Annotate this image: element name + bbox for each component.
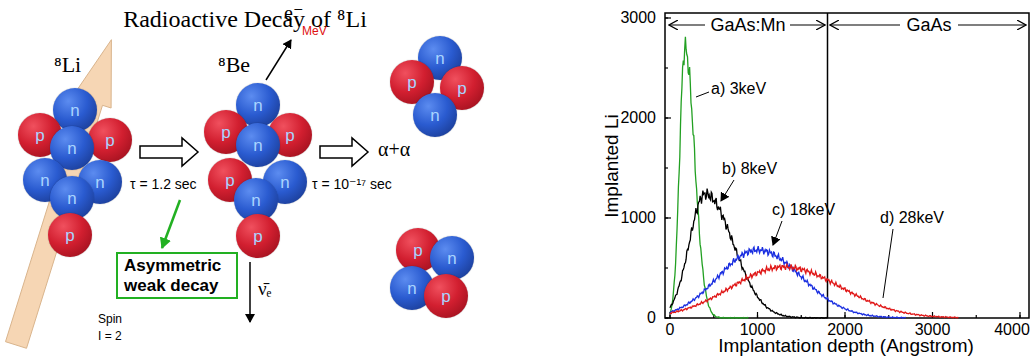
axis-ticks: [665, 18, 1020, 318]
depth-profile-curve: [670, 264, 958, 318]
y-minor-tick: [665, 217, 668, 218]
x-minor-tick: [1019, 315, 1020, 318]
lifetime-label: τ = 1.2 sec: [130, 176, 197, 192]
leader-line: [883, 229, 893, 298]
y-tick: [665, 17, 671, 18]
x-tick: [844, 312, 845, 318]
tick-label: 2000: [827, 321, 863, 339]
region-label: GaAs: [903, 15, 954, 36]
nucleon-letter: n: [435, 50, 444, 67]
x-tick: [757, 312, 758, 318]
leader-arrow: [721, 180, 734, 201]
y-tick: [665, 217, 671, 218]
nucleon-letter: n: [67, 190, 76, 207]
nucleon-letter: n: [430, 107, 439, 124]
nucleon-letter: p: [407, 74, 416, 91]
isotope-label: ⁸Li: [54, 52, 81, 77]
nucleon-ball: p: [236, 214, 280, 258]
nucleon-letter: p: [285, 127, 294, 144]
decay-arrow: [140, 138, 198, 166]
callout-text: Asymmetric weak decay: [124, 256, 230, 295]
nucleon-letter: n: [280, 174, 289, 191]
tick-label: 1000: [620, 209, 656, 227]
tick-label: 0: [666, 321, 675, 339]
x-tick: [1019, 312, 1020, 318]
nucleon-letter: p: [65, 227, 74, 244]
particle-label: e⁻: [284, 2, 303, 25]
axis-title: Implantation depth (Angstrom): [718, 335, 974, 357]
nucleon-letter: n: [253, 97, 262, 114]
x-minor-tick: [757, 315, 758, 318]
nucleon-letter: p: [413, 242, 422, 259]
pointer-arrow: [162, 200, 180, 248]
nucleon-ball: n: [413, 93, 457, 137]
y-minor-tick: [665, 117, 668, 118]
nucleon-letter: p: [35, 127, 44, 144]
y-minor-tick: [665, 267, 668, 268]
tick-label: 2000: [620, 109, 656, 127]
curve-label: d) 28keV: [880, 209, 944, 227]
x-minor-tick: [976, 315, 977, 318]
curve-label: b) 8keV: [722, 160, 777, 178]
tick-label: 4000: [994, 321, 1030, 339]
axis-title: Implanted Li: [601, 114, 623, 218]
nucleon-ball: p: [88, 118, 132, 162]
nucleon-letter: p: [253, 228, 262, 245]
tick-label: 1000: [740, 321, 776, 339]
tick-label: 3000: [620, 9, 656, 27]
energy-label: MeV: [302, 25, 327, 39]
antineutrino-arrow: [249, 262, 251, 322]
x-minor-tick: [844, 315, 845, 318]
nucleon-letter: n: [70, 102, 79, 119]
nucleon-letter: n: [253, 137, 262, 154]
nucleon-ball: n: [236, 123, 280, 167]
curve-label: c) 18keV: [772, 201, 835, 219]
region-arrow: [669, 24, 705, 25]
nucleon-letter: p: [105, 132, 114, 149]
y-minor-tick: [665, 317, 668, 318]
region-arrow: [790, 24, 825, 25]
nucleon-letter: n: [95, 174, 104, 191]
nucleon-letter: n: [67, 140, 76, 157]
plot-frame: [665, 13, 1029, 318]
nucleon-ball: p: [424, 274, 468, 318]
isotope-label: ⁸Be: [218, 52, 250, 77]
y-minor-tick: [665, 167, 668, 168]
electron-arrow: [266, 40, 291, 80]
depth-profile-curve: [670, 246, 906, 318]
nucleon-ball: p: [48, 213, 92, 257]
spin-label: Spin: [98, 313, 122, 327]
nucleon-letter: p: [441, 288, 450, 305]
y-tick: [665, 117, 671, 118]
nucleon-letter: n: [447, 250, 456, 267]
curve-label: a) 3keV: [711, 80, 766, 98]
y-minor-tick: [665, 67, 668, 68]
depth-profiles: [670, 37, 958, 318]
nucleon-letter: p: [225, 172, 234, 189]
nucleon-letter: p: [221, 124, 230, 141]
spin-label: I = 2: [98, 330, 122, 344]
callout-box: Asymmetric weak decay: [116, 252, 238, 299]
nucleon-ball: n: [430, 236, 474, 280]
region-arrow: [830, 24, 900, 25]
figure-title: Radioactive Decay of ⁸Li: [123, 6, 367, 34]
nucleon-letter: p: [457, 80, 466, 97]
region-arrow: [958, 24, 1026, 25]
particle-label: ν̄ₑ: [258, 278, 271, 300]
region-label: GaAs:Mn: [707, 15, 788, 36]
nucleon-letter: n: [40, 172, 49, 189]
region-divider: [827, 13, 829, 318]
leader-arrow: [773, 221, 782, 245]
lifetime-label: τ = 10⁻¹⁷ sec: [312, 176, 392, 192]
product-label: α+α: [378, 138, 410, 161]
y-minor-tick: [665, 17, 668, 18]
nucleon-letter: n: [407, 280, 416, 297]
tick-label: 3000: [915, 321, 951, 339]
tick-label: 0: [647, 309, 656, 327]
y-tick: [665, 317, 671, 318]
nucleon-letter: n: [251, 192, 260, 209]
decay-arrow: [320, 138, 368, 166]
leader-line: [696, 92, 709, 97]
